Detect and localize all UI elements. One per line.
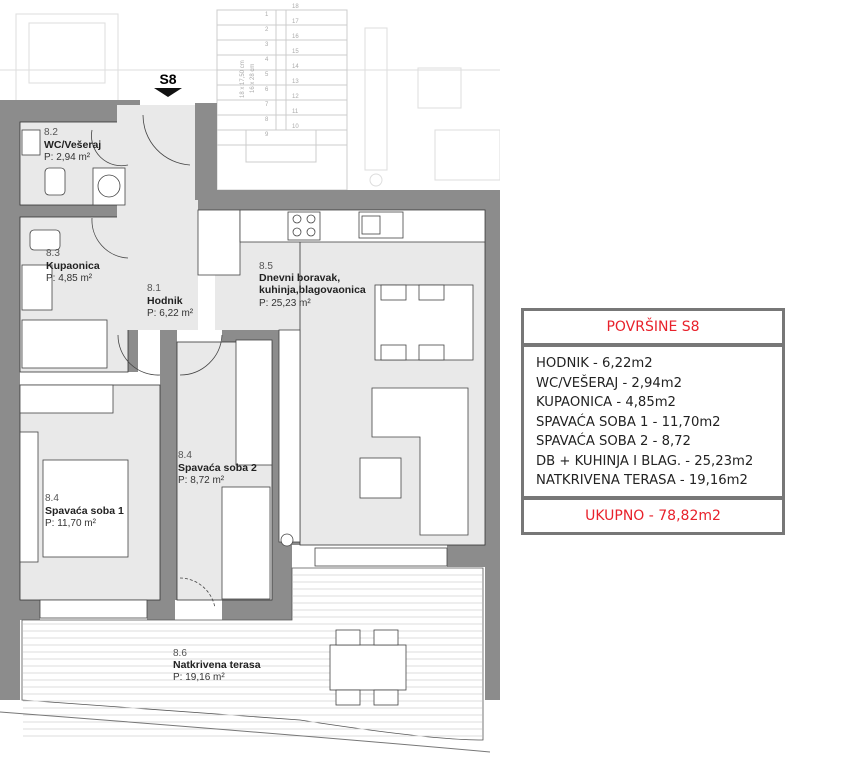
stair-number: 17	[292, 19, 299, 25]
svg-text:P: 8,72 m²: P: 8,72 m²	[178, 475, 225, 486]
room-label-terrace: 8.6 Natkrivena terasa P: 19,16 m²	[173, 648, 261, 683]
entrance-arrow-icon	[154, 88, 182, 97]
svg-text:P: 19,16 m²: P: 19,16 m²	[173, 672, 225, 683]
bed-bedroom2	[221, 486, 271, 600]
stair-number: 15	[292, 49, 299, 55]
svg-text:Hodnik: Hodnik	[147, 295, 183, 307]
room-label-living: 8.5 Dnevni boravak, kuhinja,blagovaonica…	[259, 261, 366, 309]
svg-text:P: 4,85 m²: P: 4,85 m²	[46, 273, 93, 284]
toilet	[44, 167, 66, 196]
stair-number: 11	[292, 109, 299, 115]
svg-text:WC/Vešeraj: WC/Vešeraj	[44, 139, 101, 151]
stair-number: 12	[292, 94, 299, 100]
legend-title: POVRŠINE S8	[524, 311, 782, 343]
stair-number: 3	[265, 42, 269, 48]
svg-text:8.3: 8.3	[46, 248, 60, 259]
svg-text:P: 2,94 m²: P: 2,94 m²	[44, 152, 91, 163]
stair-number: 2	[265, 27, 269, 33]
legend-item: SPAVAĆA SOBA 2 - 8,72	[536, 434, 691, 449]
stair-number: 4	[265, 57, 269, 63]
stair-number: 14	[292, 64, 299, 70]
svg-text:8.5: 8.5	[259, 261, 273, 272]
svg-text:Dnevni boravak,: Dnevni boravak,	[259, 272, 340, 284]
sofa	[371, 387, 469, 536]
svg-text:8.4: 8.4	[45, 493, 59, 504]
bed-bedroom1	[42, 459, 129, 558]
svg-text:P: 6,22 m²: P: 6,22 m²	[147, 308, 194, 319]
svg-text:8.2: 8.2	[44, 127, 58, 138]
unit-marker: S8	[159, 71, 176, 87]
stair-number: 5	[265, 72, 269, 78]
stair-number: 6	[265, 87, 269, 93]
terrace-table	[329, 644, 407, 691]
wardrobe-bedroom1	[19, 384, 114, 414]
stair-dimension-1: 18 x 17,50 cm	[240, 60, 246, 98]
legend-total: UKUPNO - 78,82m2	[524, 499, 782, 532]
cooktop	[287, 211, 321, 241]
shower	[21, 319, 108, 369]
svg-text:Kupaonica: Kupaonica	[46, 260, 100, 272]
svg-text:8.6: 8.6	[173, 648, 187, 659]
legend-item: WC/VEŠERAJ - 2,94m2	[536, 375, 683, 391]
svg-text:P: 11,70 m²: P: 11,70 m²	[45, 518, 97, 529]
wardrobe-living	[278, 329, 301, 543]
stair-number: 7	[265, 102, 269, 108]
svg-text:Natkrivena terasa: Natkrivena terasa	[173, 659, 261, 671]
washbasin	[21, 129, 41, 156]
terrace	[0, 567, 491, 753]
fridge	[197, 209, 241, 276]
svg-text:P: 25,23 m²: P: 25,23 m²	[259, 298, 311, 309]
svg-text:8.1: 8.1	[147, 283, 161, 294]
legend-items: HODNIK - 6,22m2 WC/VEŠERAJ - 2,94m2 KUPA…	[524, 347, 782, 496]
stair-number: 10	[292, 124, 299, 130]
bathroom-sink	[21, 264, 53, 311]
stair-number: 18	[292, 4, 299, 10]
svg-text:8.4: 8.4	[178, 450, 192, 461]
room-label-bedroom1: 8.4 Spavaća soba 1 P: 11,70 m²	[45, 493, 124, 529]
doors	[39, 114, 448, 619]
furniture	[19, 129, 486, 706]
room-label-bedroom2: 8.4 Spavaća soba 2 P: 8,72 m²	[178, 450, 257, 486]
area-legend: POVRŠINE S8 HODNIK - 6,22m2 WC/VEŠERAJ -…	[521, 308, 785, 535]
coffee-table	[359, 457, 402, 499]
svg-text:Spavaća soba 2: Spavaća soba 2	[178, 462, 257, 474]
stair-number: 8	[265, 117, 269, 123]
toilet-bathroom	[29, 229, 61, 251]
room-label-wc: 8.2 WC/Vešeraj P: 2,94 m²	[44, 127, 101, 163]
stair-number: 1	[265, 12, 269, 18]
stair-number: 9	[265, 132, 269, 138]
legend-item: HODNIK - 6,22m2	[536, 356, 653, 371]
wardrobe-bedroom2	[235, 339, 273, 466]
stair-number: 13	[292, 79, 299, 85]
room-label-bathroom: 8.3 Kupaonica P: 4,85 m²	[46, 248, 100, 284]
stair-dimension-2: 16 x 28 cm	[250, 64, 256, 93]
room-label-hallway: 8.1 Hodnik P: 6,22 m²	[147, 283, 194, 319]
legend-item: SPAVAĆA SOBA 1 - 11,70m2	[536, 414, 721, 430]
legend-item: NATKRIVENA TERASA - 19,16m2	[536, 473, 748, 488]
legend-item: KUPAONICA - 4,85m2	[536, 395, 676, 410]
svg-text:Spavaća soba 1: Spavaća soba 1	[45, 505, 124, 517]
legend-item: DB + KUHINJA I BLAG. - 25,23m2	[536, 453, 754, 469]
stair-number: 16	[292, 34, 299, 40]
svg-text:kuhinja,blagovaonica: kuhinja,blagovaonica	[259, 284, 366, 296]
